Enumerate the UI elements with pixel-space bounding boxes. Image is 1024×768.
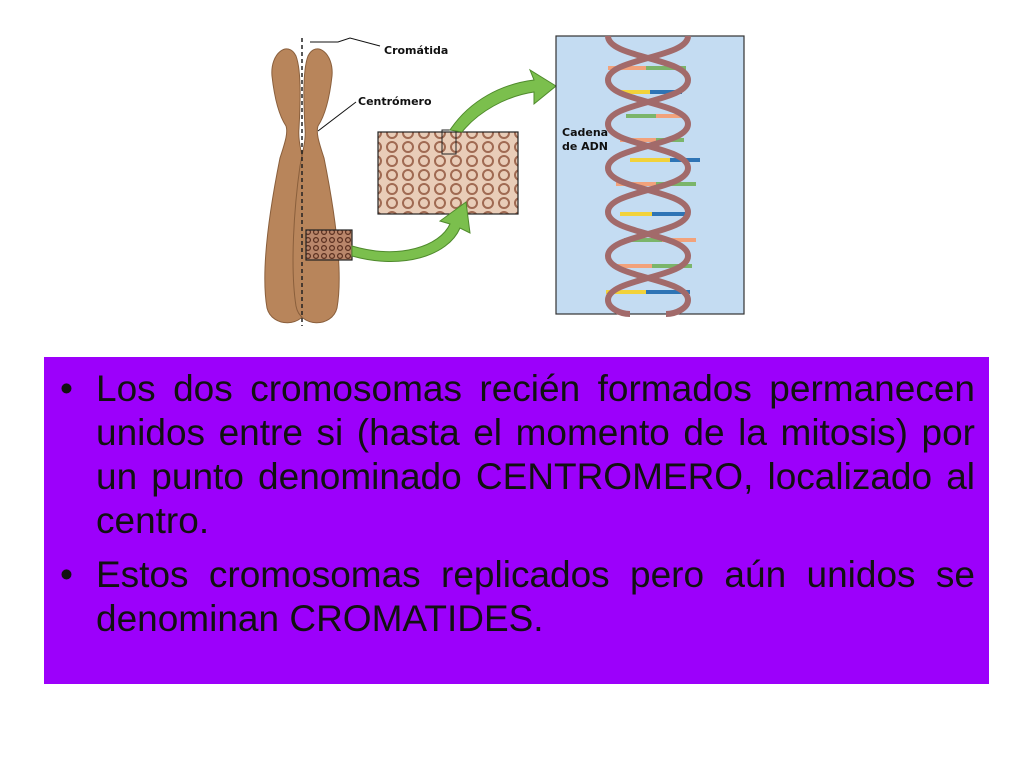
chromatin-detail: [377, 131, 519, 215]
chromatin-detail-box: [441, 129, 457, 155]
text-panel: Los dos cromosomas recién formados perma…: [44, 357, 989, 684]
arrow-to-chromatin: [351, 201, 471, 262]
bullet-item-chromatids: Estos cromosomas replicados pero aún uni…: [58, 553, 975, 641]
dna-label-line2: de ADN: [562, 140, 608, 153]
dna-strand-b: [604, 35, 692, 317]
dna-label-line1: Cadena: [562, 126, 608, 139]
chromatid-detail-box: [305, 229, 353, 261]
centromere-label: Centrómero: [358, 95, 432, 108]
bullet-item-centromere: Los dos cromosomas recién formados perma…: [58, 367, 975, 543]
bullet-list: Los dos cromosomas recién formados perma…: [58, 367, 975, 641]
centromere-leader: [317, 101, 357, 132]
chromosome-dna-figure: Cromátida Centrómero Cadena de ADN: [264, 35, 745, 326]
dna-strand-a: [604, 35, 692, 317]
arrow-to-dna: [449, 68, 557, 133]
chromatid-leader: [310, 37, 381, 47]
dna-panel: [555, 35, 745, 315]
chromatid-label: Cromátida: [384, 44, 448, 57]
